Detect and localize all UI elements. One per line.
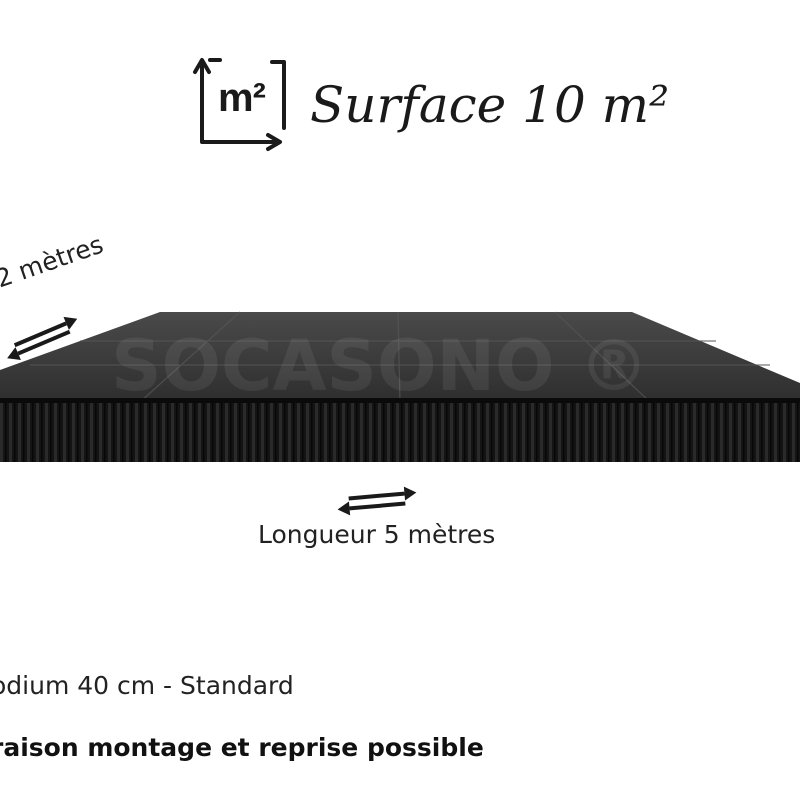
surface-title: Surface 10 m²	[310, 76, 670, 134]
length-double-arrow-icon	[337, 486, 417, 516]
surface-header: m² Surface 10 m²	[190, 52, 750, 152]
watermark-text: SOCASONO ®	[111, 325, 649, 407]
podium-height-line: odium 40 cm - Standard	[0, 671, 294, 700]
podium-panel-seams	[30, 311, 770, 403]
area-m2-icon	[193, 58, 286, 151]
width-double-arrow-icon	[7, 316, 78, 360]
podium-top-surface	[0, 312, 800, 402]
area-icon-text: m²	[218, 76, 266, 120]
length-label: Longueur 5 mètres	[258, 520, 496, 549]
service-line: raison montage et reprise possible	[0, 733, 484, 762]
podium-skirt	[0, 400, 800, 462]
